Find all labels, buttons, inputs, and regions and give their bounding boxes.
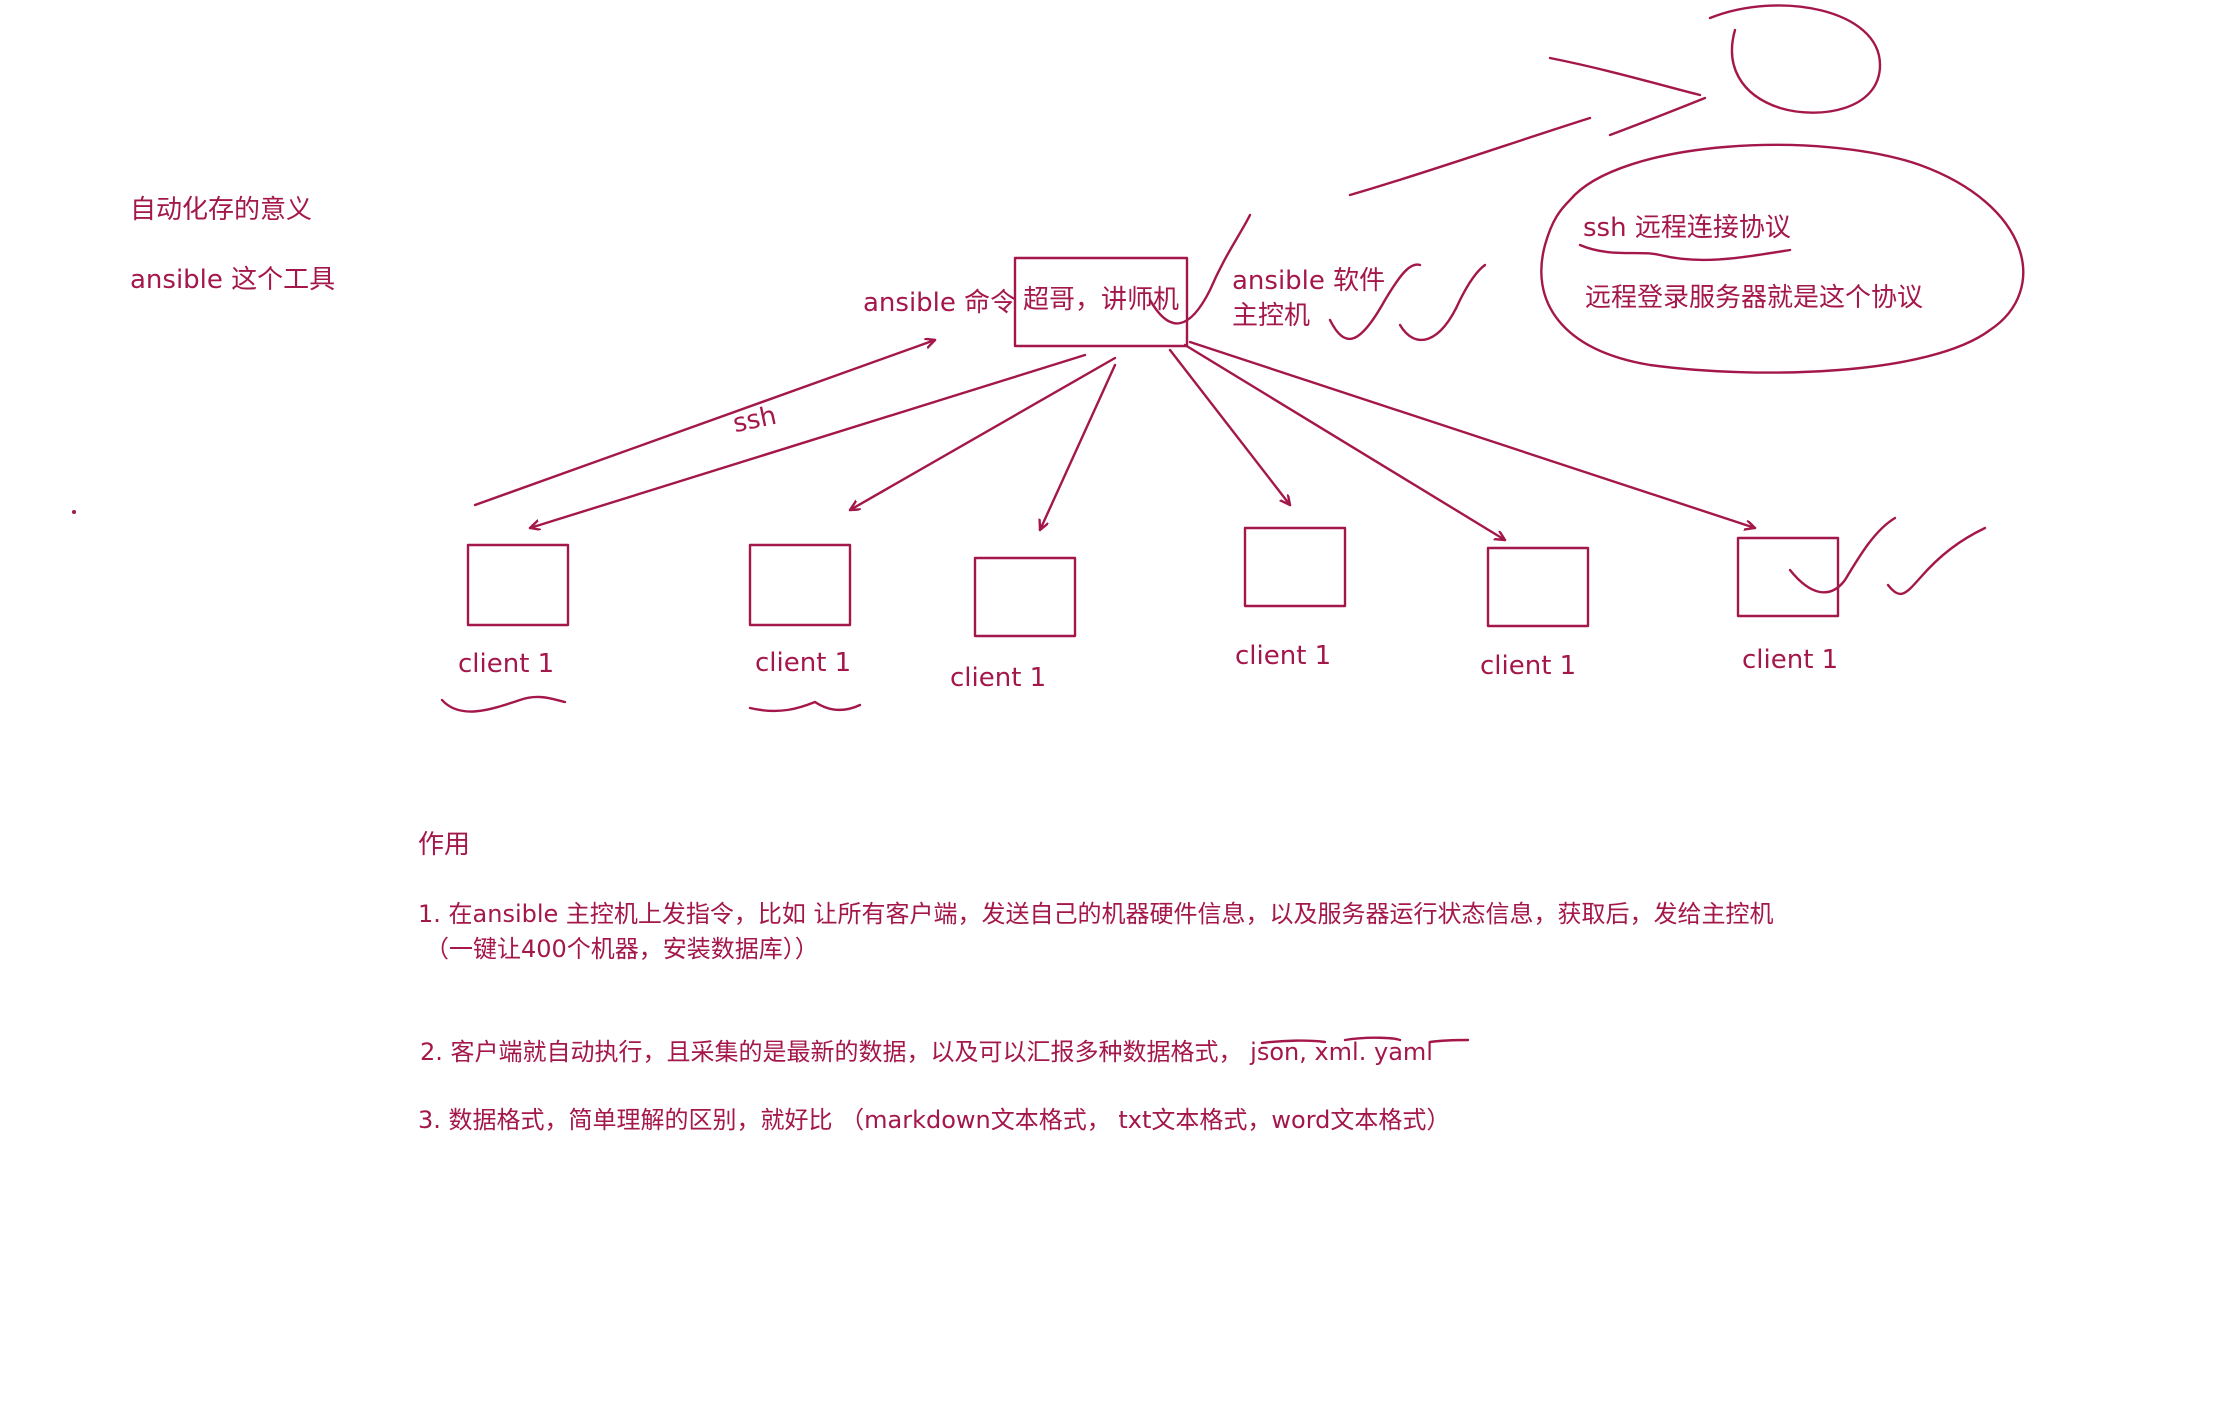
client-label-2: client 1 xyxy=(755,648,852,678)
client-1-underline xyxy=(440,695,567,713)
arrow-to-client-3 xyxy=(1040,363,1117,532)
usage-item-3: 3. 数据格式，简单理解的区别，就好比 （markdown文本格式， txt文本… xyxy=(418,1106,1451,1134)
ansible-software-label: ansible 软件 xyxy=(1232,266,1386,296)
usage-heading: 作用 xyxy=(418,830,471,860)
client-2-underline xyxy=(748,700,862,713)
ssh-arrow-up xyxy=(473,340,937,507)
usage-item-2: 2. 客户端就自动执行，且采集的是最新的数据，以及可以汇报多种数据格式， jso… xyxy=(420,1038,1433,1066)
client-label-3: client 1 xyxy=(950,663,1047,693)
client-box-3 xyxy=(973,556,1077,638)
check-mark-4 xyxy=(1788,516,1897,594)
client-label-1: client 1 xyxy=(458,649,555,679)
client-box-2 xyxy=(748,543,852,627)
ansible-command-label: ansible 命令 xyxy=(863,288,1017,318)
client-label-4: client 1 xyxy=(1235,641,1332,671)
notes-title: 自动化存的意义 xyxy=(130,195,313,225)
check-mark-3 xyxy=(1398,263,1487,342)
arrow-to-client-4 xyxy=(1168,348,1292,507)
yaml-overline xyxy=(1428,1038,1470,1044)
client-box-6 xyxy=(1736,536,1840,618)
client-box-4 xyxy=(1243,526,1347,608)
flow-stroke-2 xyxy=(1608,96,1707,137)
arrow-to-client-5 xyxy=(1183,343,1507,542)
client-label-6: client 1 xyxy=(1742,645,1839,675)
dot-mark xyxy=(72,510,76,514)
master-host-label: 主控机 xyxy=(1232,301,1311,331)
bubble-line-1: ssh 远程连接协议 xyxy=(1583,213,1791,243)
notes-subtitle: ansible 这个工具 xyxy=(130,265,336,295)
person-head-doodle xyxy=(1708,4,1882,114)
flow-stroke-3 xyxy=(1348,116,1592,197)
client-label-5: client 1 xyxy=(1480,651,1577,681)
client-box-5 xyxy=(1486,546,1590,628)
arrow-to-client-1 xyxy=(528,353,1087,528)
arrow-to-client-6 xyxy=(1188,340,1757,528)
check-mark-2 xyxy=(1328,263,1422,340)
check-mark-1 xyxy=(1148,213,1252,325)
usage-item-1-line-1: 1. 在ansible 主控机上发指令，比如 让所有客户端，发送自己的机器硬件信… xyxy=(418,900,1774,928)
ssh-underline xyxy=(1578,243,1792,262)
json-overline xyxy=(1260,1039,1327,1045)
bubble-line-2: 远程登录服务器就是这个协议 xyxy=(1585,283,1924,313)
speech-bubble-outline xyxy=(1540,143,2025,374)
flow-stroke-1 xyxy=(1548,56,1702,97)
check-mark-5 xyxy=(1886,526,1987,596)
arrow-to-client-2 xyxy=(848,356,1117,512)
usage-item-1-line-2: （一键让400个机器，安装数据库）） xyxy=(425,935,819,963)
master-box-label: 超哥，讲师机 xyxy=(1023,285,1180,315)
client-box-1 xyxy=(466,543,570,627)
xml-overline xyxy=(1343,1036,1402,1042)
master-box xyxy=(1013,256,1189,348)
